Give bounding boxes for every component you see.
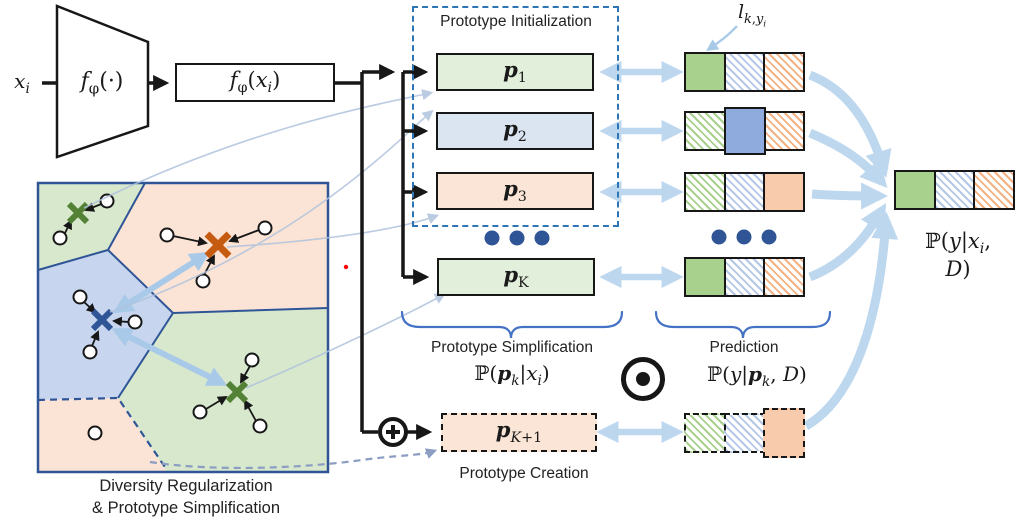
likelihood-bar-K [684,257,805,297]
prototype-box-pK: pK [437,258,595,296]
bar-segment-orange-hatch [763,52,805,92]
bar-segment-green-solid [684,257,726,297]
voronoi-dashed-edges [37,396,168,471]
prototype-x-green-bottomright [225,380,249,404]
ellipsis-dots-bars [711,229,777,245]
ellipsis-dots-prototypes [484,230,550,246]
prototype-simplification-formula: ℙ(pk|xi) [474,361,550,389]
bar-segment-blue-solid [723,107,766,155]
aggregation-arrows [803,70,899,430]
bar-segment-blue-hatch [723,257,766,297]
prototype-x-orange [204,231,232,259]
prototype-move-arrow-1 [112,251,211,314]
embedding-label: fφ(xi) [229,68,281,97]
bar-segment-blue-hatch [723,52,766,92]
likelihood-bar-2 [684,107,805,155]
encoder-label: fφ(·) [80,69,124,98]
voronoi-region-peach-bottomleft [38,398,167,472]
bar-segment-orange-hatch [973,170,1015,210]
prototype-initialization-title: Prototype Initialization [440,13,592,30]
prototype-pK-label: pK [503,261,529,291]
sample-points [52,193,273,441]
likelihood-bar-new-prototype [684,408,805,458]
prototype-p1-label: p1 [503,56,527,86]
input-label: xi [14,69,30,97]
prototype-p2-label: p2 [503,115,527,145]
bar-segment-green-hatch [684,111,726,151]
prototype-box-pK-plus-1: pK+1 [441,413,597,452]
bar-segment-green-hatch [684,413,726,453]
bar-segment-orange-solid [763,408,805,458]
voronoi-frame [36,181,330,474]
weight-label-arrow [706,25,738,51]
prototype-simplification-title: Prototype Simplification [431,339,593,356]
pipeline-connectors [42,63,433,441]
bar-segment-green-hatch [684,172,726,212]
circled-dot-icon [621,357,665,401]
prediction-brace [654,310,832,339]
voronoi-diagram [36,181,330,474]
prototype-x-green-topleft [66,201,90,225]
prototype-pK1-label: pK+1 [495,417,543,447]
prototype-p3-label: p3 [503,175,527,205]
bar-segment-orange-solid [763,172,805,212]
simplification-brace [400,310,624,339]
final-prediction-bar [894,170,1015,210]
bar-segment-green-solid [894,170,936,210]
prototype-initialization-box [412,6,619,227]
embedding-box: fφ(xi) [175,63,335,102]
bar-segment-blue-hatch [723,413,766,453]
voronoi-caption-line1: Diversity Regularization [99,477,273,495]
prototype-creation-title: Prototype Creation [459,465,589,482]
likelihood-bar-3 [684,172,805,212]
voronoi-region-green-topleft [38,183,145,270]
bar-segment-green-solid [684,52,726,92]
prediction-title: Prediction [709,339,779,356]
prototype-box-p3: p3 [436,172,594,210]
prototype-creation-dashed-curve [149,448,438,470]
bar-segment-blue-hatch [933,170,976,210]
likelihood-bar-1 [684,52,805,92]
prototype-move-arrow-2 [111,328,228,386]
prototype-box-p2: p2 [436,112,594,150]
encoder-trapezoid [55,4,150,159]
voronoi-caption-line2: & Prototype Simplification [91,499,281,517]
red-dot-artifact [343,264,349,270]
bar-segment-orange-hatch [763,257,805,297]
prototype-box-p1: p1 [436,53,594,91]
prediction-formula: ℙ(y|pk, D) [707,362,807,390]
output-distribution-formula: ℙ(y|xi, D) [924,229,992,282]
prototype-x-blue [90,308,114,332]
bar-segment-blue-hatch [723,172,766,212]
circled-plus-icon [378,417,408,447]
weight-label: lk,yi [737,1,767,30]
bar-segment-orange-hatch [763,111,805,151]
